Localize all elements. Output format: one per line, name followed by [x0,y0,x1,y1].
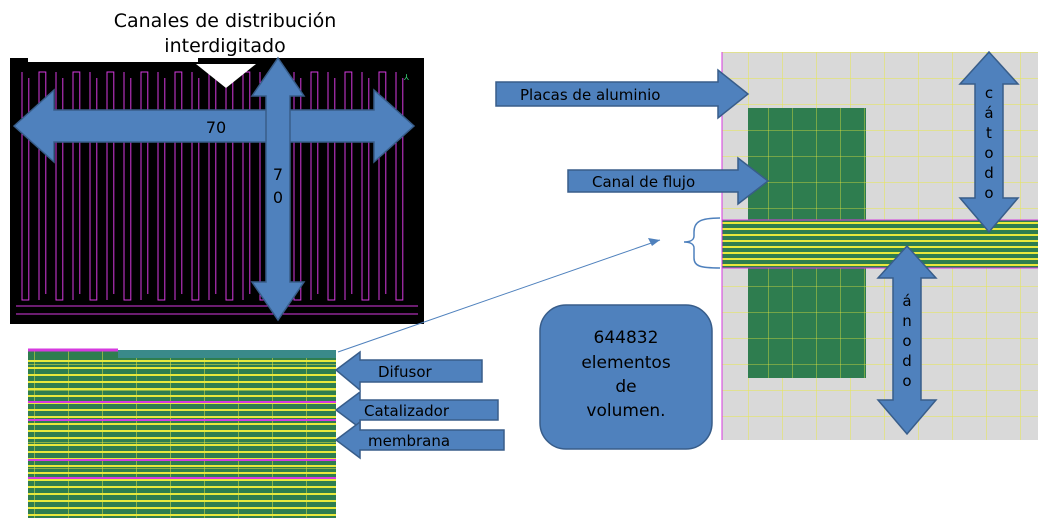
catodo-double-arrow [958,50,1020,234]
channel-line [242,71,251,300]
panel-notch [28,52,198,62]
anodo-letter: d [902,352,912,370]
membrana-arrow [334,420,505,460]
info-line-2: elementos [581,353,671,373]
channel-line [21,72,30,301]
anodo-double-arrow [876,244,938,436]
channel-line [157,72,166,301]
info-line-4: volumen. [586,401,665,421]
title-pointer [196,64,256,88]
info-box-bg [539,304,713,450]
channel-line [38,71,47,300]
catodo-letter: o [984,144,993,162]
zoom-connector-tip [648,238,660,246]
channel-line [327,72,336,301]
layer-mesh-panel [28,348,336,518]
title-line-1: Canales de distribución [114,10,337,32]
mesh-info-box: 644832 elementos de volumen. [539,304,713,450]
bracket-icon [683,217,721,269]
channel-line [378,71,387,300]
channel-line [344,71,353,300]
info-line-3: de [615,377,636,397]
channel-line [310,71,319,300]
canal-arrow [567,156,770,206]
channel-line [72,71,81,300]
catodo-letter: c [985,84,993,102]
mesh-grid [28,350,336,518]
flow-channel-bottom [748,268,866,378]
membrana-label: membrana [368,432,450,450]
channel-line [293,72,302,301]
vertical-dimension-digit-2: 0 [273,188,283,207]
anodo-letter: o [902,372,911,390]
channel-line [191,72,200,301]
axis-glyph: ⅄ [403,73,409,82]
channel-line [174,71,183,300]
channel-line [140,71,149,300]
catodo-letter: á [984,104,993,122]
channel-line [225,72,234,301]
mesh-top-band [118,350,336,358]
anodo-letter: á [902,292,911,310]
canal-label: Canal de flujo [592,173,695,191]
interdigitated-panel: ⅄ [10,52,424,324]
catodo-letter: t [986,124,992,142]
channel-line [361,72,370,301]
placas-arrow [495,68,750,120]
difusor-arrow [334,350,483,392]
channel-line [123,72,132,301]
anodo-letter: o [902,332,911,350]
catodo-letter: o [984,184,993,202]
black-panel [10,58,424,324]
channel-line [106,71,115,300]
horizontal-dimension: 70 [206,118,226,137]
anodo-letter: n [902,312,912,330]
channel-line [395,72,404,301]
catalizador-label: Catalizador [364,402,450,420]
catodo-letter: d [984,164,994,182]
zoom-connector-line [337,239,661,353]
channel-line [55,72,64,301]
title-line-2: interdigitado [164,35,285,57]
info-line-1: 644832 [594,328,659,348]
channel-lines [16,71,418,315]
vertical-double-arrow [250,56,306,322]
channel-line [89,72,98,301]
flow-channel-top [748,108,866,220]
difusor-label: Difusor [378,363,432,381]
vertical-dimension-digit-1: 7 [273,165,283,184]
placas-label: Placas de aluminio [520,86,660,104]
horizontal-double-arrow [12,88,416,164]
